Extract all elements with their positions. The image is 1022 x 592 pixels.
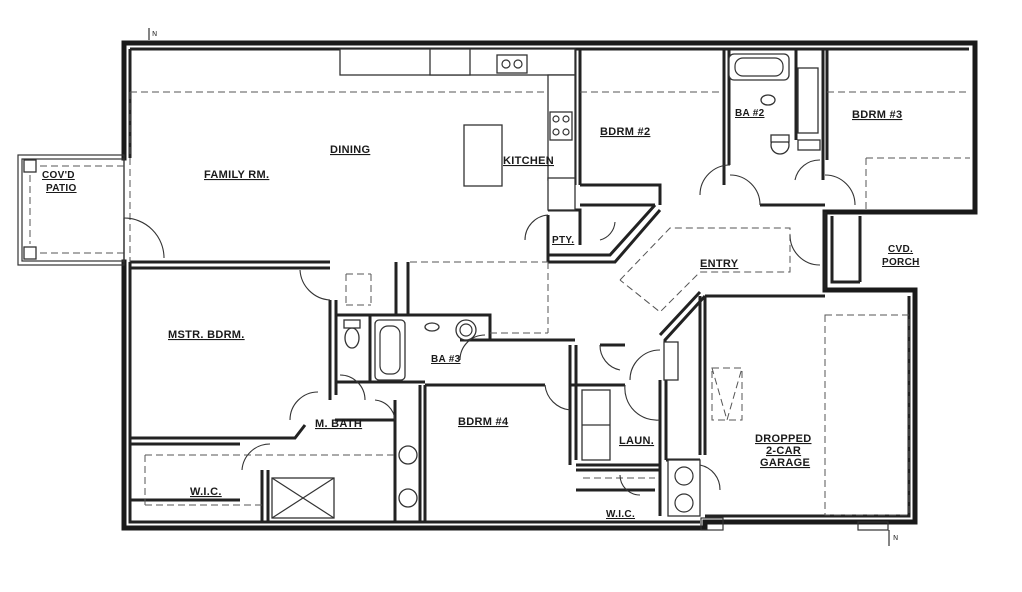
label-bdrm4: BDRM #4 <box>458 416 509 428</box>
north-arrow-bottom: N <box>888 530 898 546</box>
exterior-walls <box>121 40 978 531</box>
laundry-fixtures <box>581 389 611 461</box>
label-bdrm3: BDRM #3 <box>852 109 902 121</box>
interior-walls <box>130 49 862 522</box>
label-ba3: BA #3 <box>431 354 461 365</box>
covd-patio <box>17 154 125 266</box>
garage-fixtures <box>663 314 910 517</box>
dashed-lines <box>129 91 970 506</box>
bath-fixtures <box>343 53 821 381</box>
label-covd-patio-l1: COV'D <box>42 170 75 181</box>
svg-text:N: N <box>893 534 898 542</box>
north-arrow-top: N <box>148 28 157 40</box>
label-entry: ENTRY <box>700 258 739 270</box>
label-m-bath: M. BATH <box>315 418 362 430</box>
label-garage-l1: DROPPED <box>755 433 812 445</box>
label-cvd-porch-l1: CVD. <box>888 244 913 255</box>
label-dining: DINING <box>330 144 370 156</box>
label-garage-l2: 2-CAR <box>766 445 801 457</box>
label-ba2: BA #2 <box>735 108 765 119</box>
kitchen-fixtures <box>339 48 576 211</box>
door-swings <box>123 159 856 496</box>
kitchen-island <box>463 124 503 187</box>
label-covd-patio-l2: PATIO <box>46 183 77 194</box>
svg-text:N: N <box>152 30 157 38</box>
label-pty: PTY. <box>552 235 574 246</box>
label-family-rm: FAMILY RM. <box>204 169 269 181</box>
label-bdrm2: BDRM #2 <box>600 126 650 138</box>
label-laun: LAUN. <box>619 435 654 447</box>
label-cvd-porch-l2: PORCH <box>882 257 920 268</box>
label-mstr-bdrm: MSTR. BDRM. <box>168 329 245 341</box>
wic-shelving <box>271 445 418 519</box>
label-kitchen: KITCHEN <box>503 155 554 167</box>
label-wic-master: W.I.C. <box>190 486 222 498</box>
room-labels: COV'D PATIO FAMILY RM. DINING KITCHEN PT… <box>42 108 920 520</box>
label-garage-l3: GARAGE <box>760 457 810 469</box>
label-wic-bdrm4: W.I.C. <box>606 509 635 520</box>
